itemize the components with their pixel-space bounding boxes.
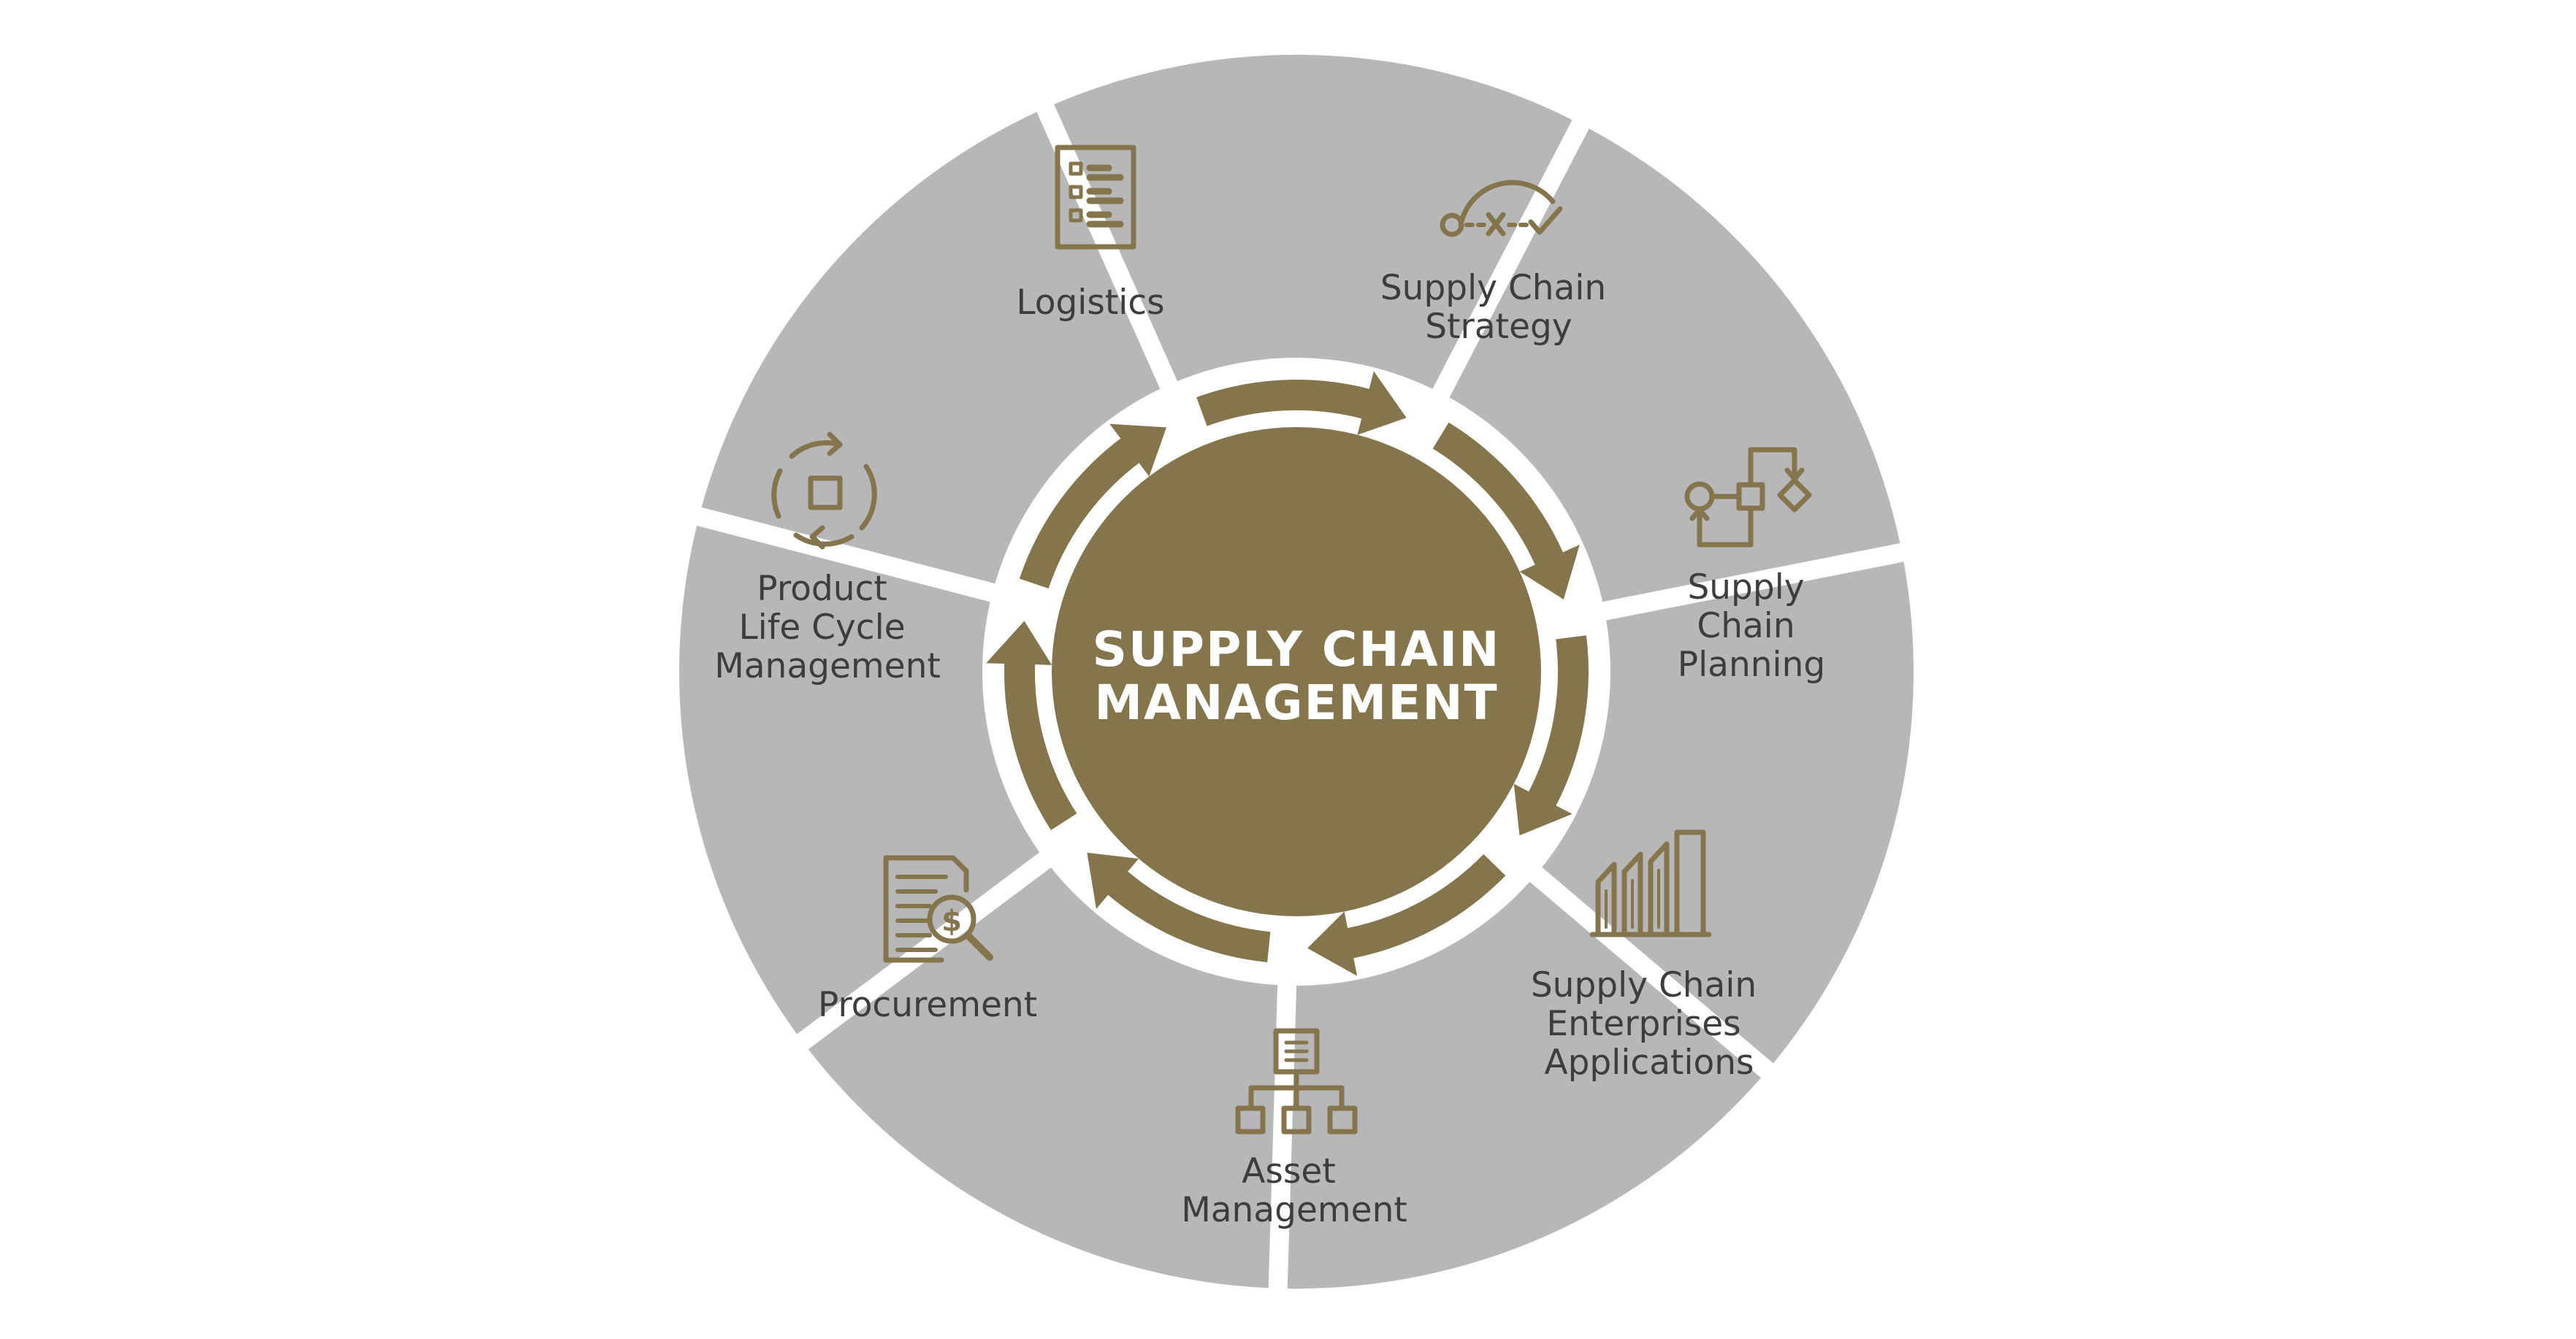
- document-search-dollar-icon: $: [883, 855, 993, 963]
- label-line: Planning: [1678, 645, 1825, 685]
- cycle-arrows: [986, 371, 1589, 976]
- cycle-arrow: [1307, 853, 1506, 976]
- factory-buildings-icon: [1589, 829, 1712, 937]
- cycle-arrow: [986, 621, 1077, 831]
- label-line: Enterprises: [1546, 1004, 1740, 1044]
- label-supply-chain-planning: Supply Chain Planning: [1678, 567, 1825, 685]
- center-title-line1: SUPPLY CHAIN: [1093, 621, 1501, 678]
- segment-procurement: [679, 526, 1046, 1035]
- cycle-arrow: [1513, 635, 1589, 836]
- label-line: Supply Chain: [1531, 965, 1757, 1005]
- checklist-icon: [1055, 145, 1136, 250]
- cycle-arrow: [1196, 371, 1407, 435]
- svg-text:$: $: [941, 905, 962, 938]
- cycle-square-icon: [771, 431, 877, 550]
- label-line: Procurement: [818, 985, 1037, 1025]
- cycle-arrow: [1087, 852, 1271, 963]
- hierarchy-icon: [1235, 1028, 1358, 1135]
- label-line: Product: [757, 569, 887, 609]
- label-logistics: Logistics: [1016, 283, 1164, 323]
- label-line: Management: [1181, 1190, 1407, 1230]
- segment-product-life-cycle-management: [701, 112, 1163, 586]
- label-line: Chain: [1697, 606, 1795, 646]
- label-asset-management: Asset Management: [1181, 1151, 1407, 1230]
- label-supply-chain-strategy: Supply Chain Strategy: [1380, 268, 1617, 347]
- strategy-path-icon: [1440, 180, 1563, 237]
- label-line: Logistics: [1016, 283, 1164, 323]
- label-line: Supply Chain: [1380, 268, 1606, 308]
- label-line: Applications: [1544, 1043, 1754, 1083]
- center-title-line2: MANAGEMENT: [1094, 675, 1498, 731]
- cycle-arrow: [1019, 423, 1167, 588]
- label-line: Supply: [1687, 567, 1804, 607]
- flowchart-icon: [1684, 447, 1812, 548]
- center-circle: [1052, 427, 1541, 916]
- segment-logistics: [1054, 55, 1572, 396]
- segment-labels: Logistics Supply Chain Strategy Supply C…: [714, 268, 1825, 1230]
- label-product-life-cycle-management: Product Life Cycle Management: [714, 569, 941, 686]
- label-line: Asset: [1242, 1151, 1335, 1192]
- segment-supply-chain-strategy: [1445, 128, 1900, 604]
- segment-asset-management: [808, 863, 1278, 1289]
- label-line: Strategy: [1425, 307, 1572, 347]
- label-procurement: Procurement: [818, 985, 1037, 1025]
- label-supply-chain-enterprises-applications: Supply Chain Enterprises Applications: [1531, 965, 1767, 1083]
- segments: [679, 55, 1914, 1289]
- cycle-arrow: [1432, 422, 1580, 599]
- segment-supply-chain-enterprises-applications: [1287, 877, 1762, 1289]
- label-line: Management: [714, 646, 941, 686]
- segment-supply-chain-planning: [1536, 561, 1914, 1064]
- label-line: Life Cycle: [738, 607, 905, 648]
- icons: $: [771, 145, 1812, 1135]
